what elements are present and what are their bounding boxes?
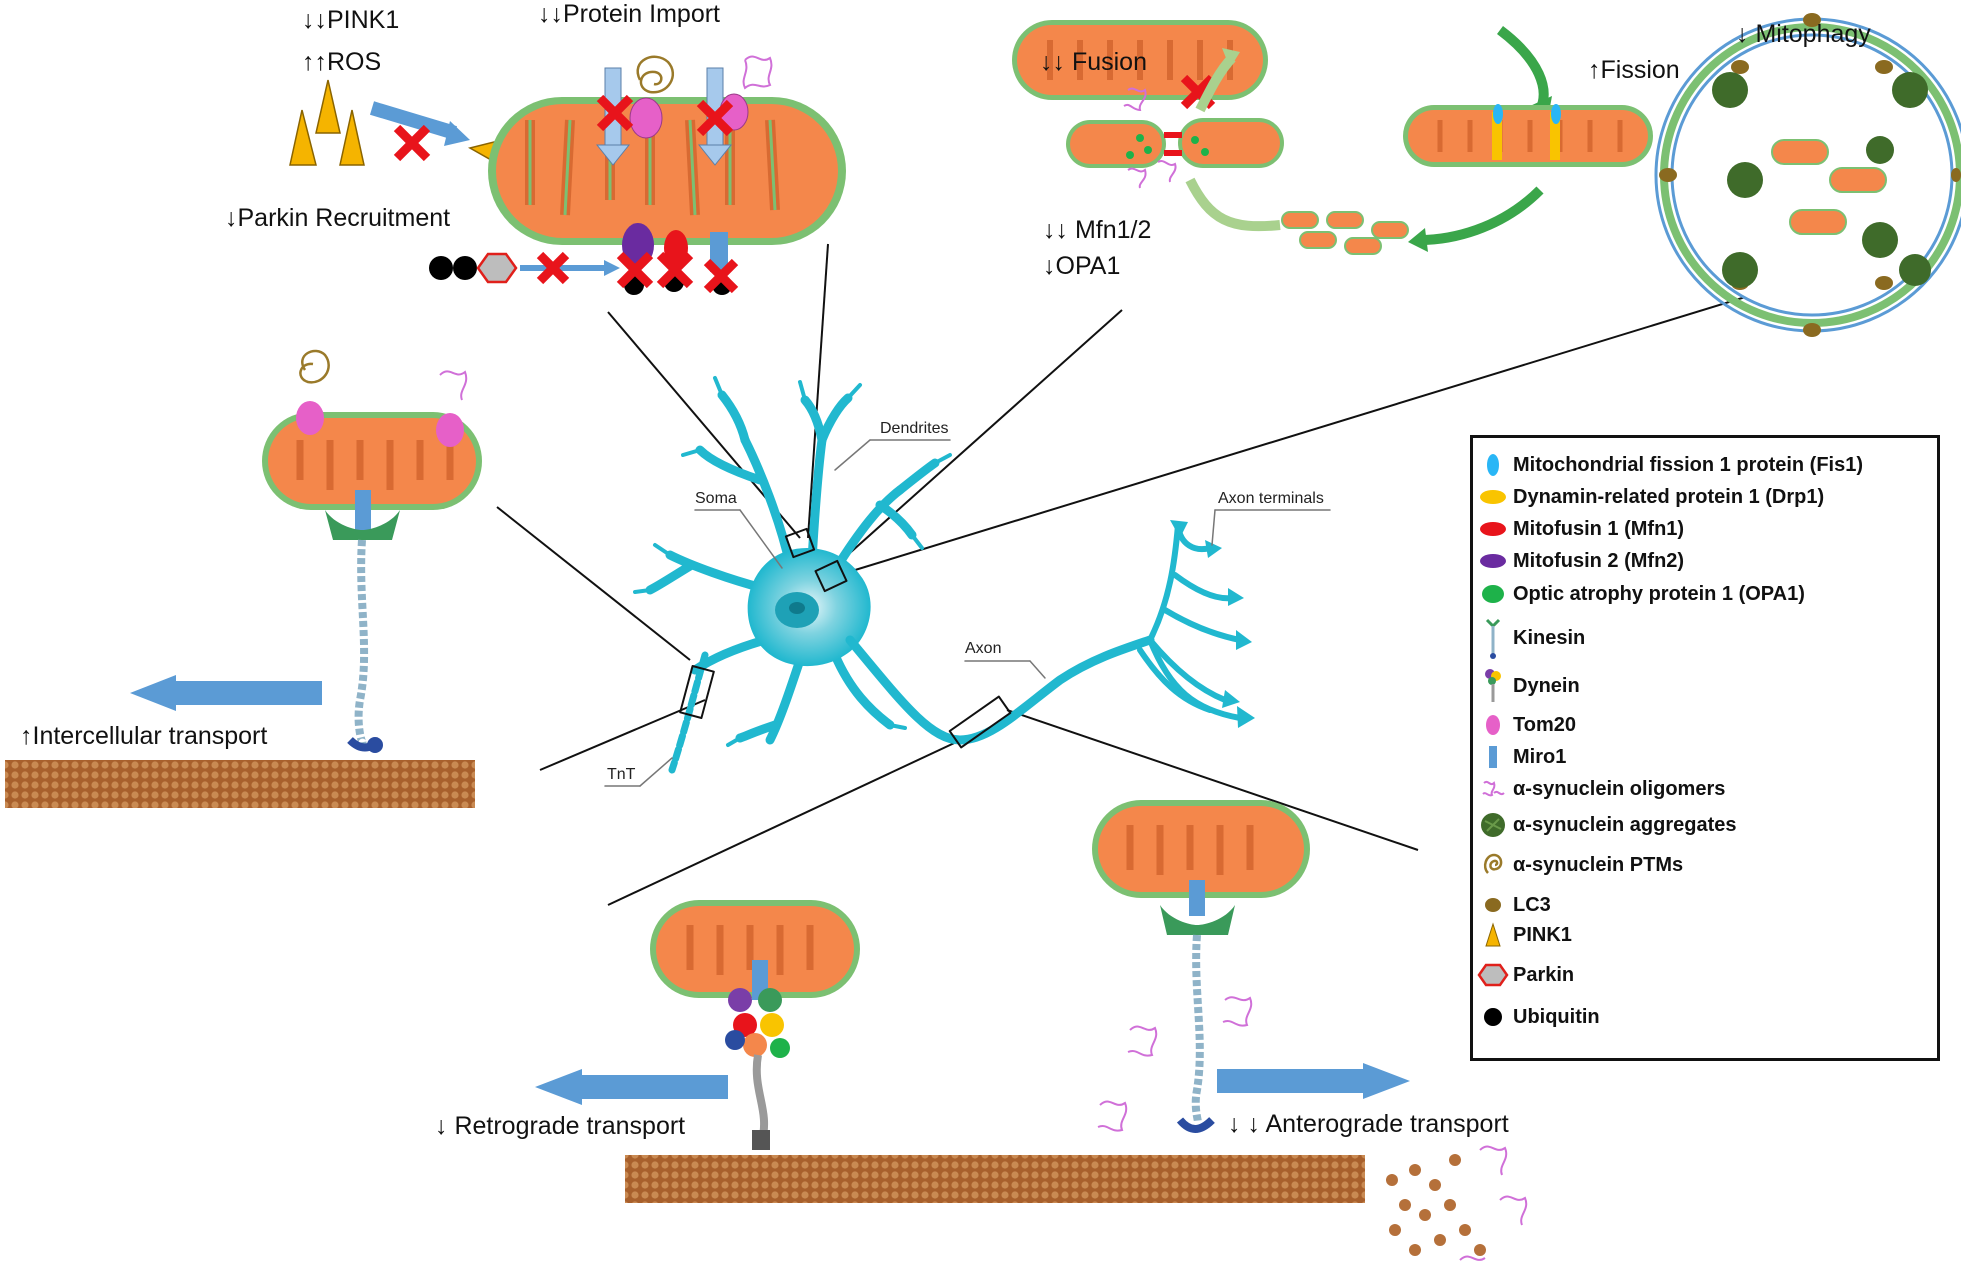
legend-item: α-synuclein oligomers [1473, 774, 1725, 804]
legend-item: PINK1 [1473, 920, 1572, 950]
neuron [604, 376, 1331, 787]
axon-terminals-label: Axon terminals [1218, 490, 1324, 507]
fission-label: ↑Fission [1588, 56, 1680, 84]
asyn-ptm-icon [1483, 853, 1503, 874]
legend-label: Mitochondrial fission 1 protein (Fis1) [1513, 453, 1864, 476]
legend: Mitochondrial fission 1 protein (Fis1) D… [1470, 435, 1940, 1061]
dynein-icon [1485, 669, 1501, 702]
legend-label: Kinesin [1513, 626, 1586, 649]
legend-label: α-synuclein aggregates [1513, 813, 1737, 836]
legend-label: Tom20 [1513, 713, 1576, 736]
anterograde-transport-label: ↓ ↓ Anterograde transport [1228, 1110, 1509, 1138]
fusion-label: ↓↓ Fusion [1040, 48, 1147, 76]
legend-item: Parkin [1473, 960, 1574, 990]
legend-item: Mitofusin 1 (Mfn1) [1473, 514, 1684, 544]
ros-label: ↑↑ROS [302, 48, 382, 76]
tnt-label: TnT [607, 766, 636, 783]
asyn-oligomer-icon [1482, 780, 1505, 797]
legend-label: Dynein [1513, 674, 1580, 697]
legend-item: Tom20 [1473, 710, 1576, 740]
tom20-icon [1486, 715, 1500, 735]
legend-item: α-synuclein aggregates [1473, 810, 1736, 840]
legend-label: Mitofusin 1 (Mfn1) [1513, 517, 1685, 540]
mfn2-icon [1480, 554, 1506, 568]
fis1-icon [1487, 454, 1499, 476]
legend-label: Optic atrophy protein 1 (OPA1) [1513, 582, 1805, 605]
parkin-icon [476, 252, 518, 284]
ubiquitin-icon [1484, 1008, 1502, 1026]
ubiquitin-icon [429, 256, 453, 280]
axon-label: Axon [965, 640, 1002, 657]
legend-label: Dynamin-related protein 1 (Drp1) [1513, 485, 1825, 508]
legend-item: Dynein [1473, 666, 1580, 706]
legend-item: Kinesin [1473, 616, 1585, 660]
fusion-fission-panel [1012, 20, 1653, 255]
inhibition-cross-icon [393, 94, 734, 162]
legend-item: Mitofusin 2 (Mfn2) [1473, 546, 1684, 576]
legend-item: LC3 [1473, 890, 1551, 920]
mfn1-icon [1480, 522, 1506, 536]
pink1-label: ↓↓PINK1 [302, 6, 400, 34]
mitophagy-panel [1654, 13, 1961, 337]
legend-item: Optic atrophy protein 1 (OPA1) [1473, 579, 1805, 609]
pink1-panel [289, 55, 846, 295]
dendrites-label: Dendrites [880, 420, 949, 437]
retrograde-panel [535, 900, 1365, 1203]
parkin-recruitment-label: ↓Parkin Recruitment [225, 204, 451, 232]
legend-item: Dynamin-related protein 1 (Drp1) [1473, 482, 1824, 512]
opa1-icon [1482, 585, 1504, 603]
legend-item: Miro1 [1473, 742, 1566, 772]
legend-item: Ubiquitin [1473, 1002, 1600, 1032]
legend-label: LC3 [1513, 893, 1551, 916]
legend-label: PINK1 [1513, 923, 1572, 946]
lc3-icon [1485, 898, 1501, 912]
drp1-icon [1480, 490, 1506, 504]
legend-label: α-synuclein oligomers [1513, 777, 1726, 800]
soma-label: Soma [695, 490, 737, 507]
kinesin-icon [1485, 618, 1501, 659]
legend-label: Miro1 [1513, 745, 1567, 768]
intercellular-panel [5, 349, 482, 808]
parkin-icon [1477, 963, 1509, 987]
opa1-label: ↓OPA1 [1043, 252, 1121, 280]
pink1-icon [289, 79, 512, 167]
legend-item: Mitochondrial fission 1 protein (Fis1) [1473, 450, 1863, 480]
protein-import-label: ↓↓Protein Import [538, 0, 721, 28]
anterograde-panel [1092, 800, 1528, 1261]
legend-label: Mitofusin 2 (Mfn2) [1513, 549, 1685, 572]
mfn12-label: ↓↓ Mfn1/2 [1043, 216, 1152, 244]
legend-item: α-synuclein PTMs [1473, 850, 1683, 880]
retrograde-transport-label: ↓ Retrograde transport [435, 1112, 686, 1140]
miro1-icon [1489, 746, 1497, 768]
mitochondrion-top-left [488, 97, 846, 245]
mitophagy-label: ↓ Mitophagy [1736, 20, 1871, 48]
intercellular-transport-label: ↑Intercellular transport [20, 722, 268, 750]
legend-label: Parkin [1513, 963, 1575, 986]
legend-label: α-synuclein PTMs [1513, 853, 1684, 876]
legend-label: Ubiquitin [1513, 1005, 1600, 1028]
pink1-icon [1485, 922, 1501, 947]
asyn-aggregate-icon [1481, 813, 1505, 837]
